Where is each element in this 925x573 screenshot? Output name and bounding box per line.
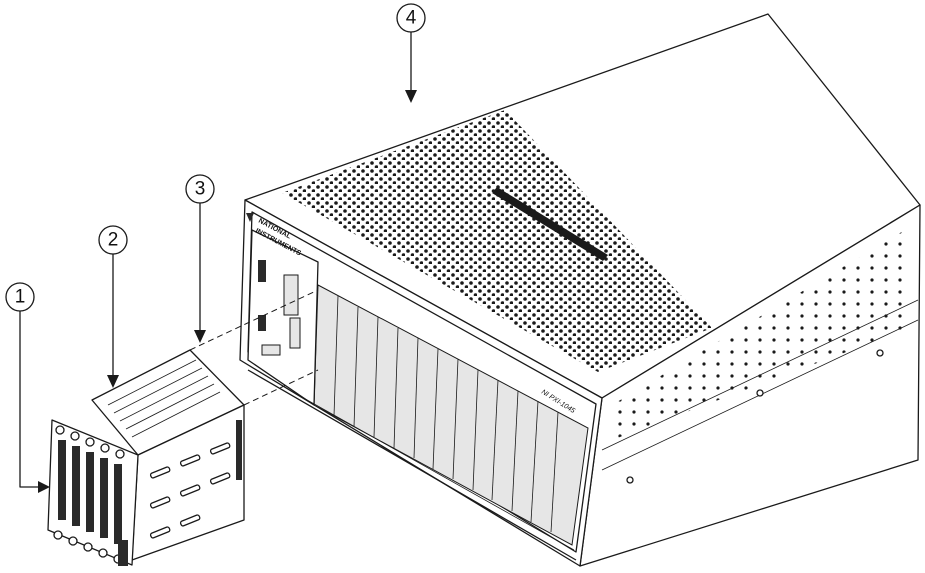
controller-port [258, 260, 266, 282]
module-top-slots [107, 359, 221, 438]
callout-2-label: 2 [108, 230, 119, 251]
chassis-top-vent [282, 110, 712, 372]
pxi-chassis: NATIONAL INSTRUMENTS NI PXI-1045 [239, 13, 921, 567]
chassis-side-vent [612, 230, 905, 440]
module-side-slots [149, 442, 231, 539]
callout-4: 4 [396, 3, 426, 103]
callout-1-arrow [38, 481, 50, 493]
callout-2: 2 [98, 225, 128, 388]
chassis-top-handle [492, 187, 608, 261]
insertion-guide-lines [189, 289, 319, 406]
callout-3-arrow [194, 330, 206, 343]
callout-1: 1 [5, 282, 50, 493]
card-slot-guides [333, 295, 559, 533]
ni-logo [246, 213, 254, 222]
module-backplane-connector [236, 420, 242, 480]
callout-1-label: 1 [15, 287, 26, 308]
callout-3-label: 3 [195, 179, 206, 200]
callout-4-arrow [405, 90, 417, 103]
callout-3: 3 [185, 174, 215, 343]
module-front-connectors [58, 440, 122, 544]
callout-2-arrow [107, 375, 119, 388]
module-ejector-handle [118, 540, 128, 566]
callout-4-label: 4 [406, 8, 417, 29]
controller-connector [283, 274, 299, 316]
pxi-module-stack [47, 349, 245, 566]
